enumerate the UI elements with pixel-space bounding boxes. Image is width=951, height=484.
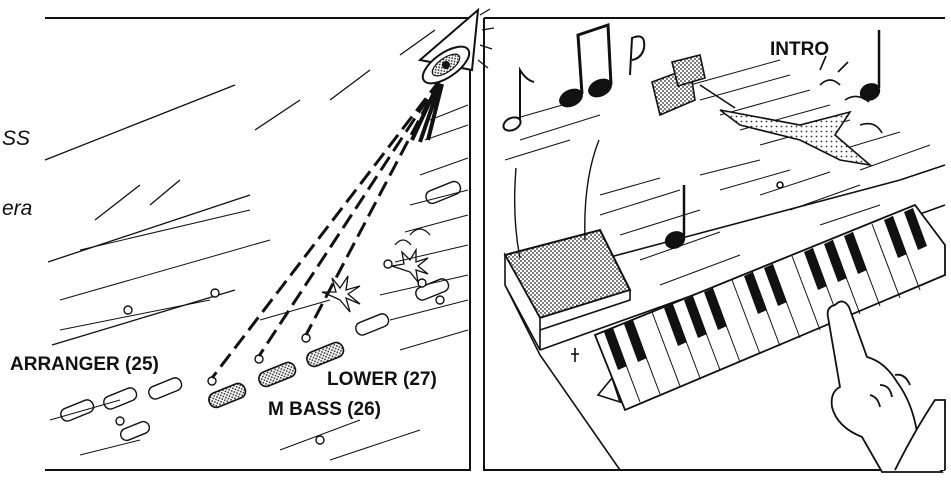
hand-illustration [828,301,945,472]
arranger-label: ARRANGER (25) [10,355,159,374]
m-bass-label: M BASS (26) [268,400,381,419]
lower-label: LOWER (27) [327,370,437,389]
intro-label: INTRO [770,40,829,59]
right-panel [484,18,945,472]
intro-figure [652,55,882,188]
margin-text-1: SS [2,128,30,149]
margin-text-2: era [2,198,32,219]
